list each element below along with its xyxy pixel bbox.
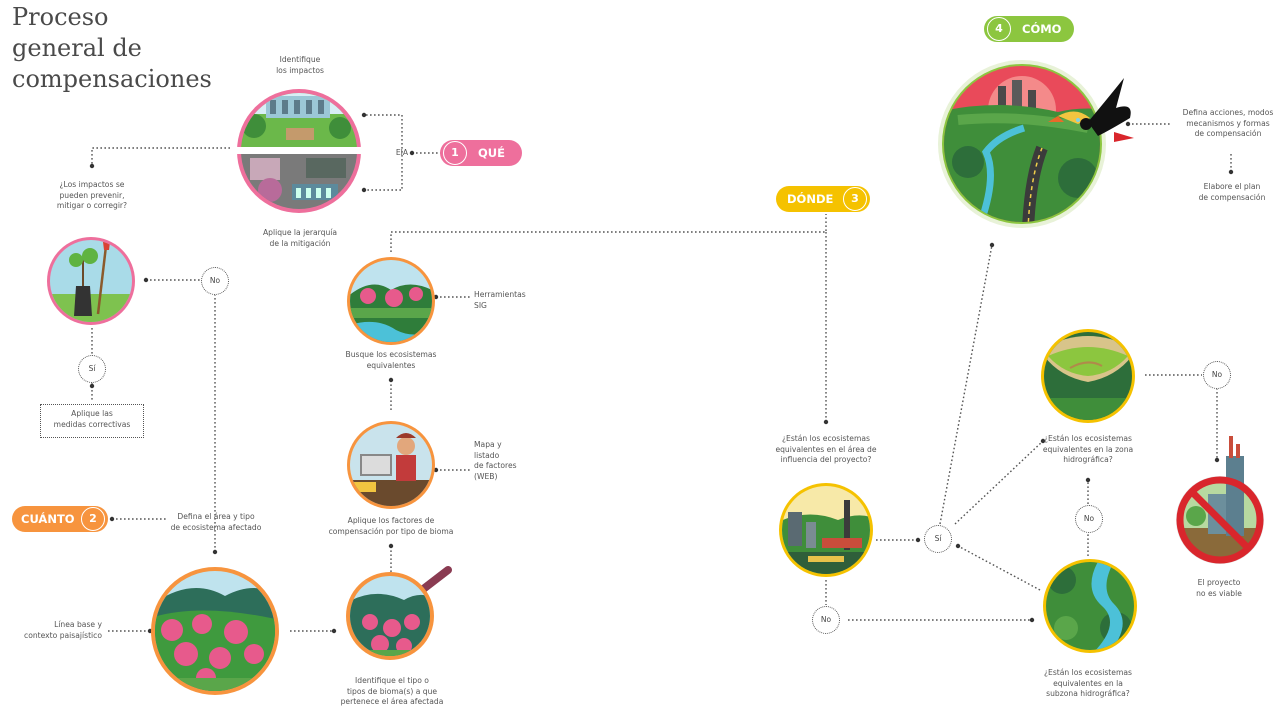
not-viable-illustration [1176, 436, 1264, 564]
step-donde-pill: DÓNDE 3 [776, 186, 870, 212]
not-viable-text: El proyecto no es viable [1196, 578, 1242, 598]
apply-factors-text: Aplique los factores de compensación por… [328, 516, 454, 536]
step-que-label: QUÉ [478, 146, 505, 160]
industrial-area-illustration [779, 483, 873, 577]
impacts-illustration [236, 89, 362, 213]
diagram-title: Proceso general de compensaciones [12, 3, 212, 93]
step-cuanto-pill: CUÁNTO 2 [12, 506, 108, 532]
step-cuanto-number: 2 [81, 507, 105, 531]
step-que-number: 1 [443, 141, 467, 165]
compensation-plan-text: Elabore el plan de compensación [1198, 182, 1266, 202]
hydro-subzone-question-text: ¿Están los ecosistemas equivalentes en l… [1044, 668, 1132, 698]
step-donde-label: DÓNDE [787, 192, 834, 206]
hydro-zone-illustration [1041, 329, 1135, 423]
connector-si-to-zona [954, 440, 1044, 525]
connector-busque-to-donde [390, 214, 827, 252]
plant-illustration [47, 237, 135, 325]
magnifier-biome-illustration [346, 566, 452, 660]
define-area-text: Defina el área y tipo de ecosistema afec… [170, 512, 262, 532]
river-illustration [1043, 559, 1137, 653]
influence-area-question-text: ¿Están los ecosistemas equivalentes en e… [775, 434, 877, 464]
compensation-landscape-illustration [938, 60, 1134, 228]
answer-no-bubble-influence: No [812, 606, 840, 634]
hydro-zone-question-text: ¿Están los ecosistemas equivalentes en l… [1042, 434, 1134, 464]
step-que-pill: 1 QUÉ [440, 140, 522, 166]
impacts-question-text: ¿Los impactos se pueden prevenir, mitiga… [56, 180, 128, 210]
step-como-pill: 4 CÓMO [984, 16, 1074, 42]
mitigation-hierarchy-text: Aplique la jerarquía de la mitigación [262, 228, 338, 248]
identify-biome-text: Identifique el tipo o tipos de bioma(s) … [340, 676, 444, 706]
step-como-label: CÓMO [1022, 22, 1062, 36]
ecosystem-illustration [347, 257, 435, 345]
baseline-text: Línea base y contexto paisajístico [24, 620, 102, 640]
eia-text: EIA [395, 148, 409, 157]
step-como-number: 4 [987, 17, 1011, 41]
identify-impacts-text: Identifique los impactos [276, 55, 324, 75]
map-list-text: Mapa y listado de factores (WEB) [474, 440, 517, 481]
corrective-measures-box: Aplique las medidas correctivas [40, 404, 144, 438]
search-ecosystems-text: Busque los ecosistemas equivalentes [345, 350, 437, 370]
answer-si-bubble-prevent: Sí [78, 355, 106, 383]
connector-si-to-como [939, 244, 993, 525]
answer-si-bubble-influence: Sí [924, 525, 952, 553]
define-actions-text: Defina acciones, modos mecanismos y form… [1182, 108, 1274, 138]
answer-no-bubble-subzone: No [1075, 505, 1103, 533]
landscape-illustration [151, 567, 279, 695]
step-donde-number: 3 [843, 187, 867, 211]
connector-impacts-to-question [91, 147, 230, 168]
person-factors-illustration [347, 421, 435, 509]
connector-subzona-to-si [957, 545, 1041, 591]
answer-no-bubble-zone: No [1203, 361, 1231, 389]
answer-no-bubble-prevent: No [201, 267, 229, 295]
connector-eia-bracket [362, 114, 403, 191]
gis-tools-text: Herramientas SIG [474, 290, 526, 310]
step-cuanto-label: CUÁNTO [21, 512, 75, 526]
